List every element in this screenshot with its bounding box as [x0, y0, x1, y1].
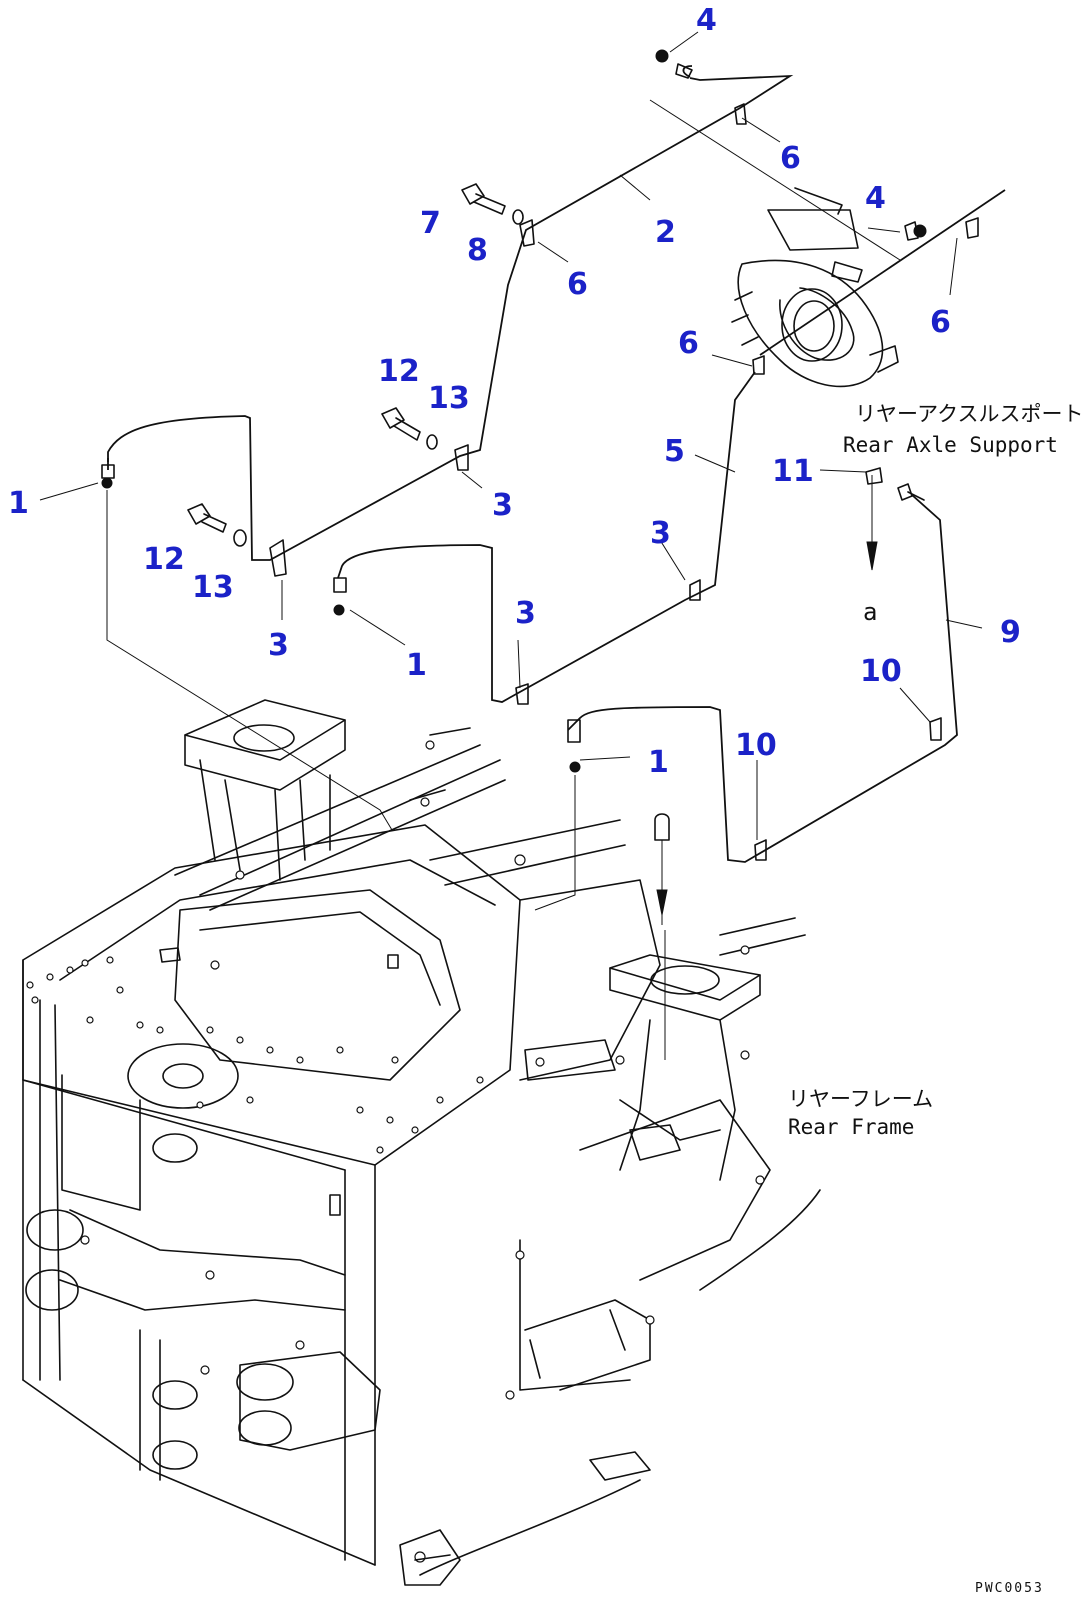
callout-10: 10 [860, 654, 902, 689]
grease-fittings [101, 49, 927, 773]
callout-1: 1 [406, 648, 427, 683]
callout-1: 1 [648, 745, 669, 780]
diagram-labels: リヤーアクスルスポート Rear Axle Support リヤーフレーム Re… [788, 402, 1083, 1596]
callout-numbers: 4 6 7 8 2 4 6 6 6 12 13 5 11 1 3 12 13 3… [8, 3, 1021, 780]
bolts-and-washers [187, 183, 925, 547]
callout-6: 6 [780, 141, 801, 176]
callout-1: 1 [8, 486, 29, 521]
callout-7: 7 [420, 206, 441, 241]
rear-frame-label-en: Rear Frame [788, 1115, 914, 1139]
callout-6: 6 [678, 326, 699, 361]
rear-axle-support-drawing [731, 187, 899, 388]
callout-3: 3 [268, 628, 289, 663]
callout-3: 3 [492, 488, 513, 523]
drawing-code: PWC0053 [975, 1581, 1044, 1596]
connection-mark-a-upper: a [863, 598, 877, 626]
rear-frame-drawing [22, 699, 821, 1586]
leader-lines [39, 31, 983, 1060]
arrow-down [656, 889, 668, 916]
callout-10: 10 [735, 728, 777, 763]
callout-5: 5 [664, 434, 685, 469]
callout-9: 9 [1000, 615, 1021, 650]
callout-12: 12 [378, 354, 420, 389]
callout-3: 3 [650, 516, 671, 551]
rear-axle-support-label-en: Rear Axle Support [843, 433, 1058, 457]
tube-clamps [269, 103, 979, 861]
callout-12: 12 [143, 542, 185, 577]
rear-frame-label-jp: リヤーフレーム [788, 1087, 933, 1111]
callout-13: 13 [192, 570, 234, 605]
rear-axle-support-label-jp: リヤーアクスルスポート [855, 402, 1083, 426]
callout-2: 2 [655, 215, 676, 250]
callout-13: 13 [428, 381, 470, 416]
callout-3: 3 [515, 596, 536, 631]
callout-4: 4 [865, 181, 886, 216]
callout-11: 11 [772, 454, 814, 489]
arrow-down [866, 541, 878, 571]
callout-6: 6 [930, 305, 951, 340]
callout-4: 4 [696, 3, 717, 38]
lube-tubes [107, 65, 1006, 863]
callout-6: 6 [567, 267, 588, 302]
callout-8: 8 [467, 233, 488, 268]
